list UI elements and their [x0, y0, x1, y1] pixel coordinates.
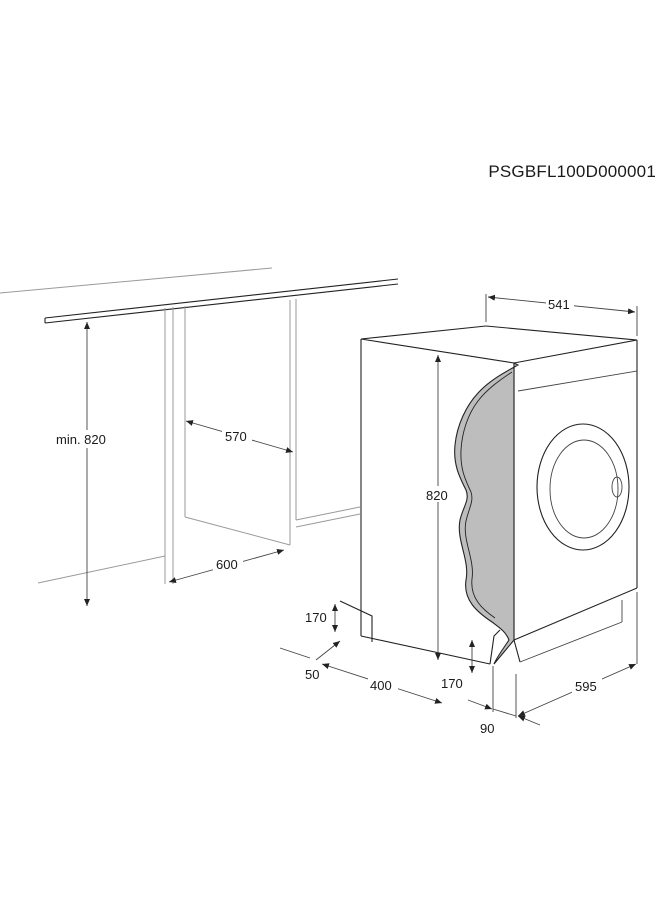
dim-400	[321, 663, 443, 704]
label-820: 820	[426, 488, 448, 503]
label-595: 595	[575, 679, 597, 694]
label-50: 50	[305, 667, 319, 682]
document-code: PSGBFL100D000001	[488, 162, 656, 181]
dim-min820	[55, 322, 105, 606]
dim-90	[467, 666, 541, 726]
label-570: 570	[225, 429, 247, 444]
dim-570	[185, 420, 294, 453]
label-400: 400	[370, 678, 392, 693]
dim-820	[425, 355, 455, 660]
cabinet-niche	[0, 267, 399, 584]
dim-170-left	[332, 600, 373, 642]
dim-50	[279, 640, 341, 661]
label-170-left: 170	[305, 610, 327, 625]
label-541: 541	[548, 297, 570, 312]
dim-595	[515, 592, 638, 718]
label-600: 600	[216, 557, 238, 572]
dim-600	[168, 548, 285, 584]
label-min820: min. 820	[56, 432, 106, 447]
washing-machine	[360, 325, 638, 665]
label-90: 90	[480, 721, 494, 736]
label-170-right: 170	[441, 676, 463, 691]
dim-541	[485, 294, 638, 336]
